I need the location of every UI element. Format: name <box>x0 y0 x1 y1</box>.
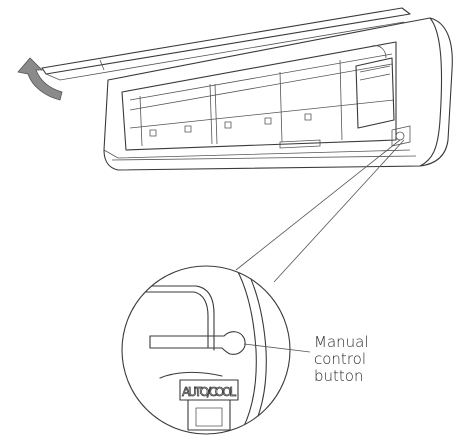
curved-arrow-icon <box>17 57 63 101</box>
manual-control-button-callout: Manual control button <box>314 334 369 385</box>
callout-line-1: Manual <box>314 333 369 351</box>
callout-pointer <box>243 343 311 353</box>
callout-line-2: control <box>314 350 366 368</box>
svg-text:AUTO/COOL: AUTO/COOL <box>182 385 236 399</box>
magnifier-detail: AUTO/COOL <box>121 265 291 435</box>
indoor-unit-body <box>103 17 453 171</box>
callout-line-3: button <box>314 367 364 385</box>
leader-lines <box>235 139 405 283</box>
auto-cool-label: AUTO/COOL <box>179 379 239 401</box>
front-panel <box>41 7 411 81</box>
